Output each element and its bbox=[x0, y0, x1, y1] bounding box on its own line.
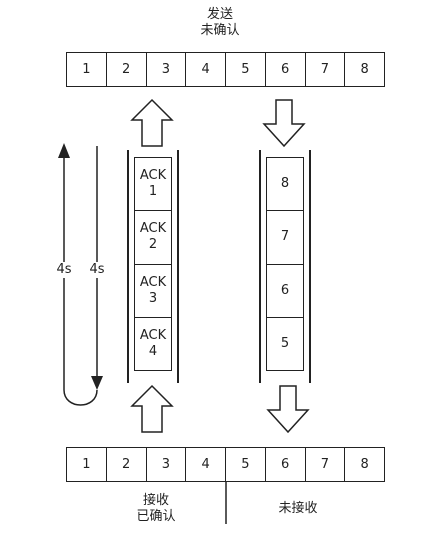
ack-slot-1: ACK 1 bbox=[134, 157, 172, 212]
receiver-packet-8: 8 bbox=[360, 457, 369, 472]
not-received-label: 未接收 bbox=[278, 501, 318, 516]
receiver-packet-7: 7 bbox=[306, 448, 346, 481]
sender-packet-2: 2 bbox=[107, 53, 147, 86]
sender-packet-7: 7 bbox=[306, 53, 346, 86]
data-slot-7: 7 bbox=[266, 211, 304, 265]
received-acked-line1: 接收 bbox=[142, 493, 169, 508]
data-down-arrow-bottom bbox=[266, 385, 310, 434]
sender-packet-5: 5 bbox=[226, 53, 266, 86]
ack-up-arrow-bottom bbox=[130, 384, 174, 433]
timer-label-left: 4s bbox=[52, 262, 76, 278]
received-acked-label: 接收 已确认 bbox=[126, 493, 186, 525]
data-down-arrow-top bbox=[262, 99, 306, 148]
sender-packet-3: 3 bbox=[147, 53, 187, 86]
ack-slot-4: ACK 4 bbox=[134, 317, 172, 371]
sender-packet-8: 8 bbox=[360, 62, 369, 77]
sender-window: 1 2 3 4 5 6 7 8 bbox=[66, 52, 385, 87]
receiver-packet-6: 6 bbox=[266, 448, 306, 481]
receiver-packet-4: 4 bbox=[186, 448, 226, 481]
data-slot-5: 5 bbox=[266, 317, 304, 371]
receiver-packet-3: 3 bbox=[147, 448, 187, 481]
receiver-packet-2: 2 bbox=[107, 448, 147, 481]
sender-packet-4: 4 bbox=[186, 53, 226, 86]
sender-packet-1: 1 bbox=[67, 53, 107, 86]
sender-packet-6: 6 bbox=[266, 53, 306, 86]
ack-up-arrow-top bbox=[130, 98, 174, 147]
timer-arrowhead-up bbox=[58, 143, 70, 158]
timer-loop-curve bbox=[63, 389, 98, 406]
receiver-packet-5: 5 bbox=[226, 448, 266, 481]
timer-label-right: 4s bbox=[85, 262, 109, 278]
ack-slot-3: ACK 3 bbox=[134, 264, 172, 318]
ack-channel: ACK 1 ACK 2 ACK 3 ACK 4 bbox=[127, 150, 179, 383]
receiver-window: 1 2 3 4 5 6 7 8 bbox=[66, 447, 385, 482]
timer-arrowhead-down bbox=[91, 376, 103, 390]
top-label-line2: 未确认 bbox=[200, 23, 240, 38]
data-channel: 8 7 6 5 bbox=[259, 150, 311, 383]
data-slot-8: 8 bbox=[266, 157, 304, 212]
receiver-packet-1: 1 bbox=[67, 448, 107, 481]
data-slot-6: 6 bbox=[266, 264, 304, 318]
top-label: 发送 未确认 bbox=[190, 7, 250, 39]
ack-slot-2: ACK 2 bbox=[134, 211, 172, 265]
received-acked-line2: 已确认 bbox=[136, 509, 176, 524]
top-label-line1: 发送 bbox=[206, 7, 233, 22]
